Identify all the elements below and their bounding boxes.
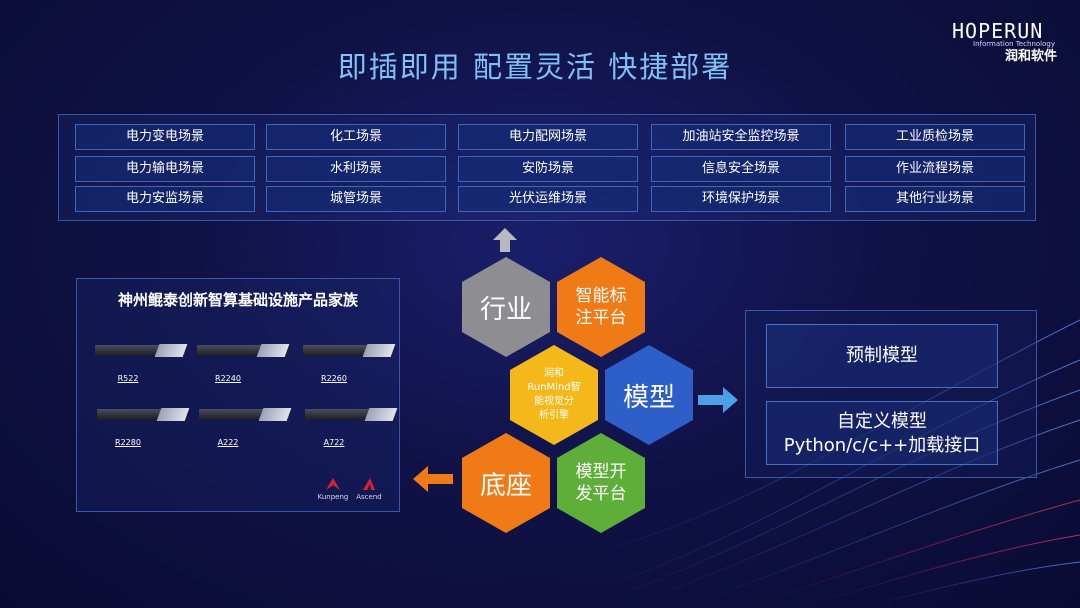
background-light-streaks: [560, 319, 1080, 608]
scene-item: 电力配网场景: [458, 124, 638, 150]
server-image: [303, 343, 396, 359]
logo-tagline: Information Technology: [973, 40, 1055, 48]
hex-dev-platform: 模型开 发平台: [549, 431, 653, 535]
scene-item: 工业质检场景: [845, 124, 1025, 150]
server-label: R522: [117, 374, 139, 383]
hex-runmind-engine: 润和 RunMind智 能视觉分 析引擎: [502, 343, 606, 447]
arrow-left-icon: [413, 466, 453, 492]
preset-model-box: 预制模型: [766, 324, 998, 388]
hex-center-line2: RunMind智: [527, 382, 581, 393]
ascend-label: Ascend: [356, 493, 382, 501]
hex-center-line4: 析引擎: [539, 410, 569, 421]
server-image: [197, 343, 290, 359]
industry-scenarios-panel: 电力变电场景 化工场景 电力配网场景 加油站安全监控场景 工业质检场景 电力输电…: [58, 114, 1036, 221]
hex-model-label: 模型: [622, 382, 675, 413]
server-label: A722: [323, 438, 345, 447]
custom-model-box: 自定义模型 Python/c/c++加载接口: [766, 401, 998, 465]
server-image: [199, 407, 292, 423]
hex-base-label: 底座: [479, 470, 532, 501]
company-logo: HOPERUN Information Technology 润和软件: [952, 19, 1067, 70]
scene-item: 信息安全场景: [651, 156, 831, 182]
kunpeng-label: Kunpeng: [317, 493, 349, 501]
server-image: [305, 407, 398, 423]
hex-model: 模型: [597, 343, 701, 447]
arrow-up-icon: [493, 228, 517, 252]
scene-item: 加油站安全监控场景: [651, 124, 831, 150]
scene-item: 作业流程场景: [845, 156, 1025, 182]
scene-item: 化工场景: [266, 124, 446, 150]
product-family-panel: 神州鲲泰创新智算基础设施产品家族 R522 R2240 R2260 R2280 …: [76, 278, 400, 512]
kunpeng-logo-icon: [326, 478, 340, 490]
server-image: [95, 343, 188, 359]
hex-center-line1: 润和: [544, 368, 564, 379]
scene-item: 电力安监场景: [75, 186, 255, 212]
scene-item: 电力输电场景: [75, 156, 255, 182]
scene-item: 安防场景: [458, 156, 638, 182]
preset-model-label: 预制模型: [846, 345, 918, 366]
logo-cn-name: 润和软件: [1004, 49, 1057, 64]
custom-model-label: 自定义模型: [837, 411, 927, 432]
hex-annotation-line2: 注平台: [575, 308, 627, 328]
hex-base: 底座: [454, 431, 558, 535]
hex-annotation-platform: 智能标 注平台: [549, 255, 653, 359]
server-label: R2280: [115, 438, 141, 447]
hex-center-line3: 能视觉分: [534, 396, 574, 407]
scene-item: 电力变电场景: [75, 124, 255, 150]
product-family-title: 神州鲲泰创新智算基础设施产品家族: [117, 291, 358, 309]
page-title: 即插即用 配置灵活 快捷部署: [337, 50, 733, 84]
scene-item: 水利场景: [266, 156, 446, 182]
server-label: A222: [217, 438, 239, 447]
hex-dev-line1: 模型开: [575, 462, 627, 482]
server-image: [97, 407, 190, 423]
ascend-logo-icon: [363, 478, 375, 490]
logo-brand: HOPERUN: [952, 19, 1044, 43]
scene-item: 其他行业场景: [845, 186, 1025, 212]
hex-industry-label: 行业: [479, 294, 532, 325]
server-label: R2260: [321, 374, 347, 383]
custom-model-interface: Python/c/c++加载接口: [783, 435, 981, 456]
arrow-right-icon: [698, 387, 738, 413]
server-label: R2240: [215, 374, 241, 383]
scene-item: 环境保护场景: [651, 186, 831, 212]
hex-annotation-line1: 智能标: [575, 286, 627, 306]
hex-dev-line2: 发平台: [575, 484, 627, 504]
scene-item: 光伏运维场景: [458, 186, 638, 212]
hex-industry: 行业: [454, 255, 558, 359]
scene-item: 城管场景: [266, 186, 446, 212]
models-panel: 预制模型 自定义模型 Python/c/c++加载接口: [745, 310, 1037, 478]
